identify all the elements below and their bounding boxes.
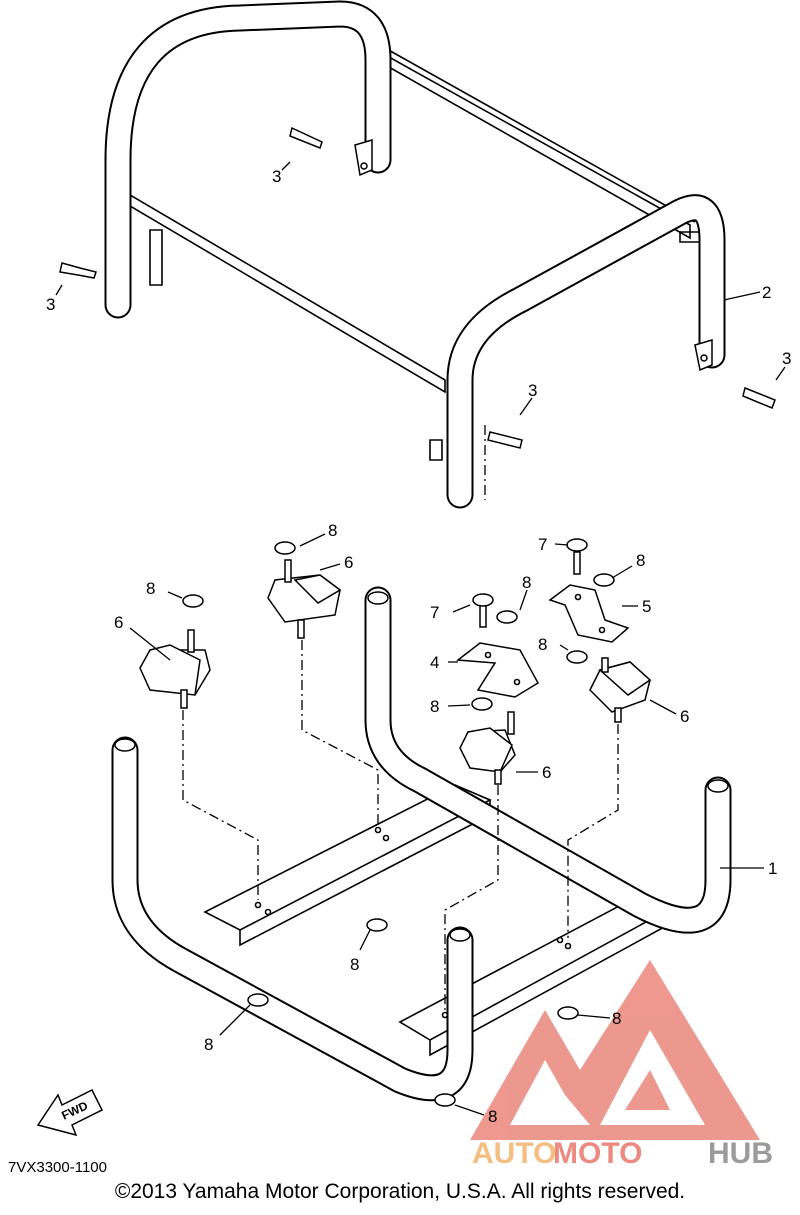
callout-3-left: 3 (46, 295, 55, 314)
callout-2: 2 (762, 283, 771, 302)
mount-center (456, 593, 540, 785)
callout-3-top: 3 (272, 167, 281, 186)
alignment-lines (182, 425, 619, 1012)
callout-3-right: 3 (782, 349, 791, 368)
leader-lines (55, 161, 786, 1116)
automotohub-logo (470, 960, 760, 1140)
callout-8-right-top: 8 (636, 551, 645, 570)
callout-8-center-mid: 8 (430, 697, 439, 716)
callout-6-left: 6 (114, 613, 123, 632)
callout-8-left: 8 (146, 579, 155, 598)
callout-6-rear: 6 (344, 553, 353, 572)
bolts (59, 126, 776, 449)
mount-left (139, 594, 211, 709)
mount-rear-left (267, 541, 342, 639)
callout-numbers: 1 2 3 3 3 3 4 5 6 6 6 6 7 7 8 8 8 8 8 8 … (46, 167, 791, 1126)
fwd-arrow: FWD (36, 1088, 104, 1137)
callout-1: 1 (768, 859, 777, 878)
callout-6-right: 6 (680, 707, 689, 726)
callout-5: 5 (642, 597, 651, 616)
wordmark-moto: MOTO (553, 1137, 642, 1170)
bottom-nuts (247, 918, 579, 1107)
callout-7-left: 7 (430, 603, 439, 622)
copyright-notice: ©2013 Yamaha Motor Corporation, U.S.A. A… (114, 1180, 686, 1203)
callout-8-right-mid: 8 (538, 635, 547, 654)
callout-8-bottom-left: 8 (204, 1035, 213, 1054)
lower-frame (111, 586, 732, 1102)
callout-8-rear: 8 (328, 521, 337, 540)
callout-6-center: 6 (542, 763, 551, 782)
callout-8-bottom-center: 8 (488, 1107, 497, 1126)
callout-3-center: 3 (528, 381, 537, 400)
wordmark-hub: HUB (708, 1137, 773, 1170)
callout-4: 4 (430, 653, 439, 672)
callout-8-bottom-right: 8 (612, 1009, 621, 1028)
callout-8-plate: 8 (350, 955, 359, 974)
diagram-code: 7VX3300-1100 (8, 1159, 107, 1176)
automotohub-wordmark: AUTO MOTO HUB (472, 1137, 773, 1170)
wordmark-auto: AUTO (472, 1137, 556, 1170)
callout-8-center-top: 8 (522, 573, 531, 592)
upper-frame (104, 0, 726, 509)
mount-right (548, 538, 652, 723)
callout-7-right: 7 (538, 535, 547, 554)
